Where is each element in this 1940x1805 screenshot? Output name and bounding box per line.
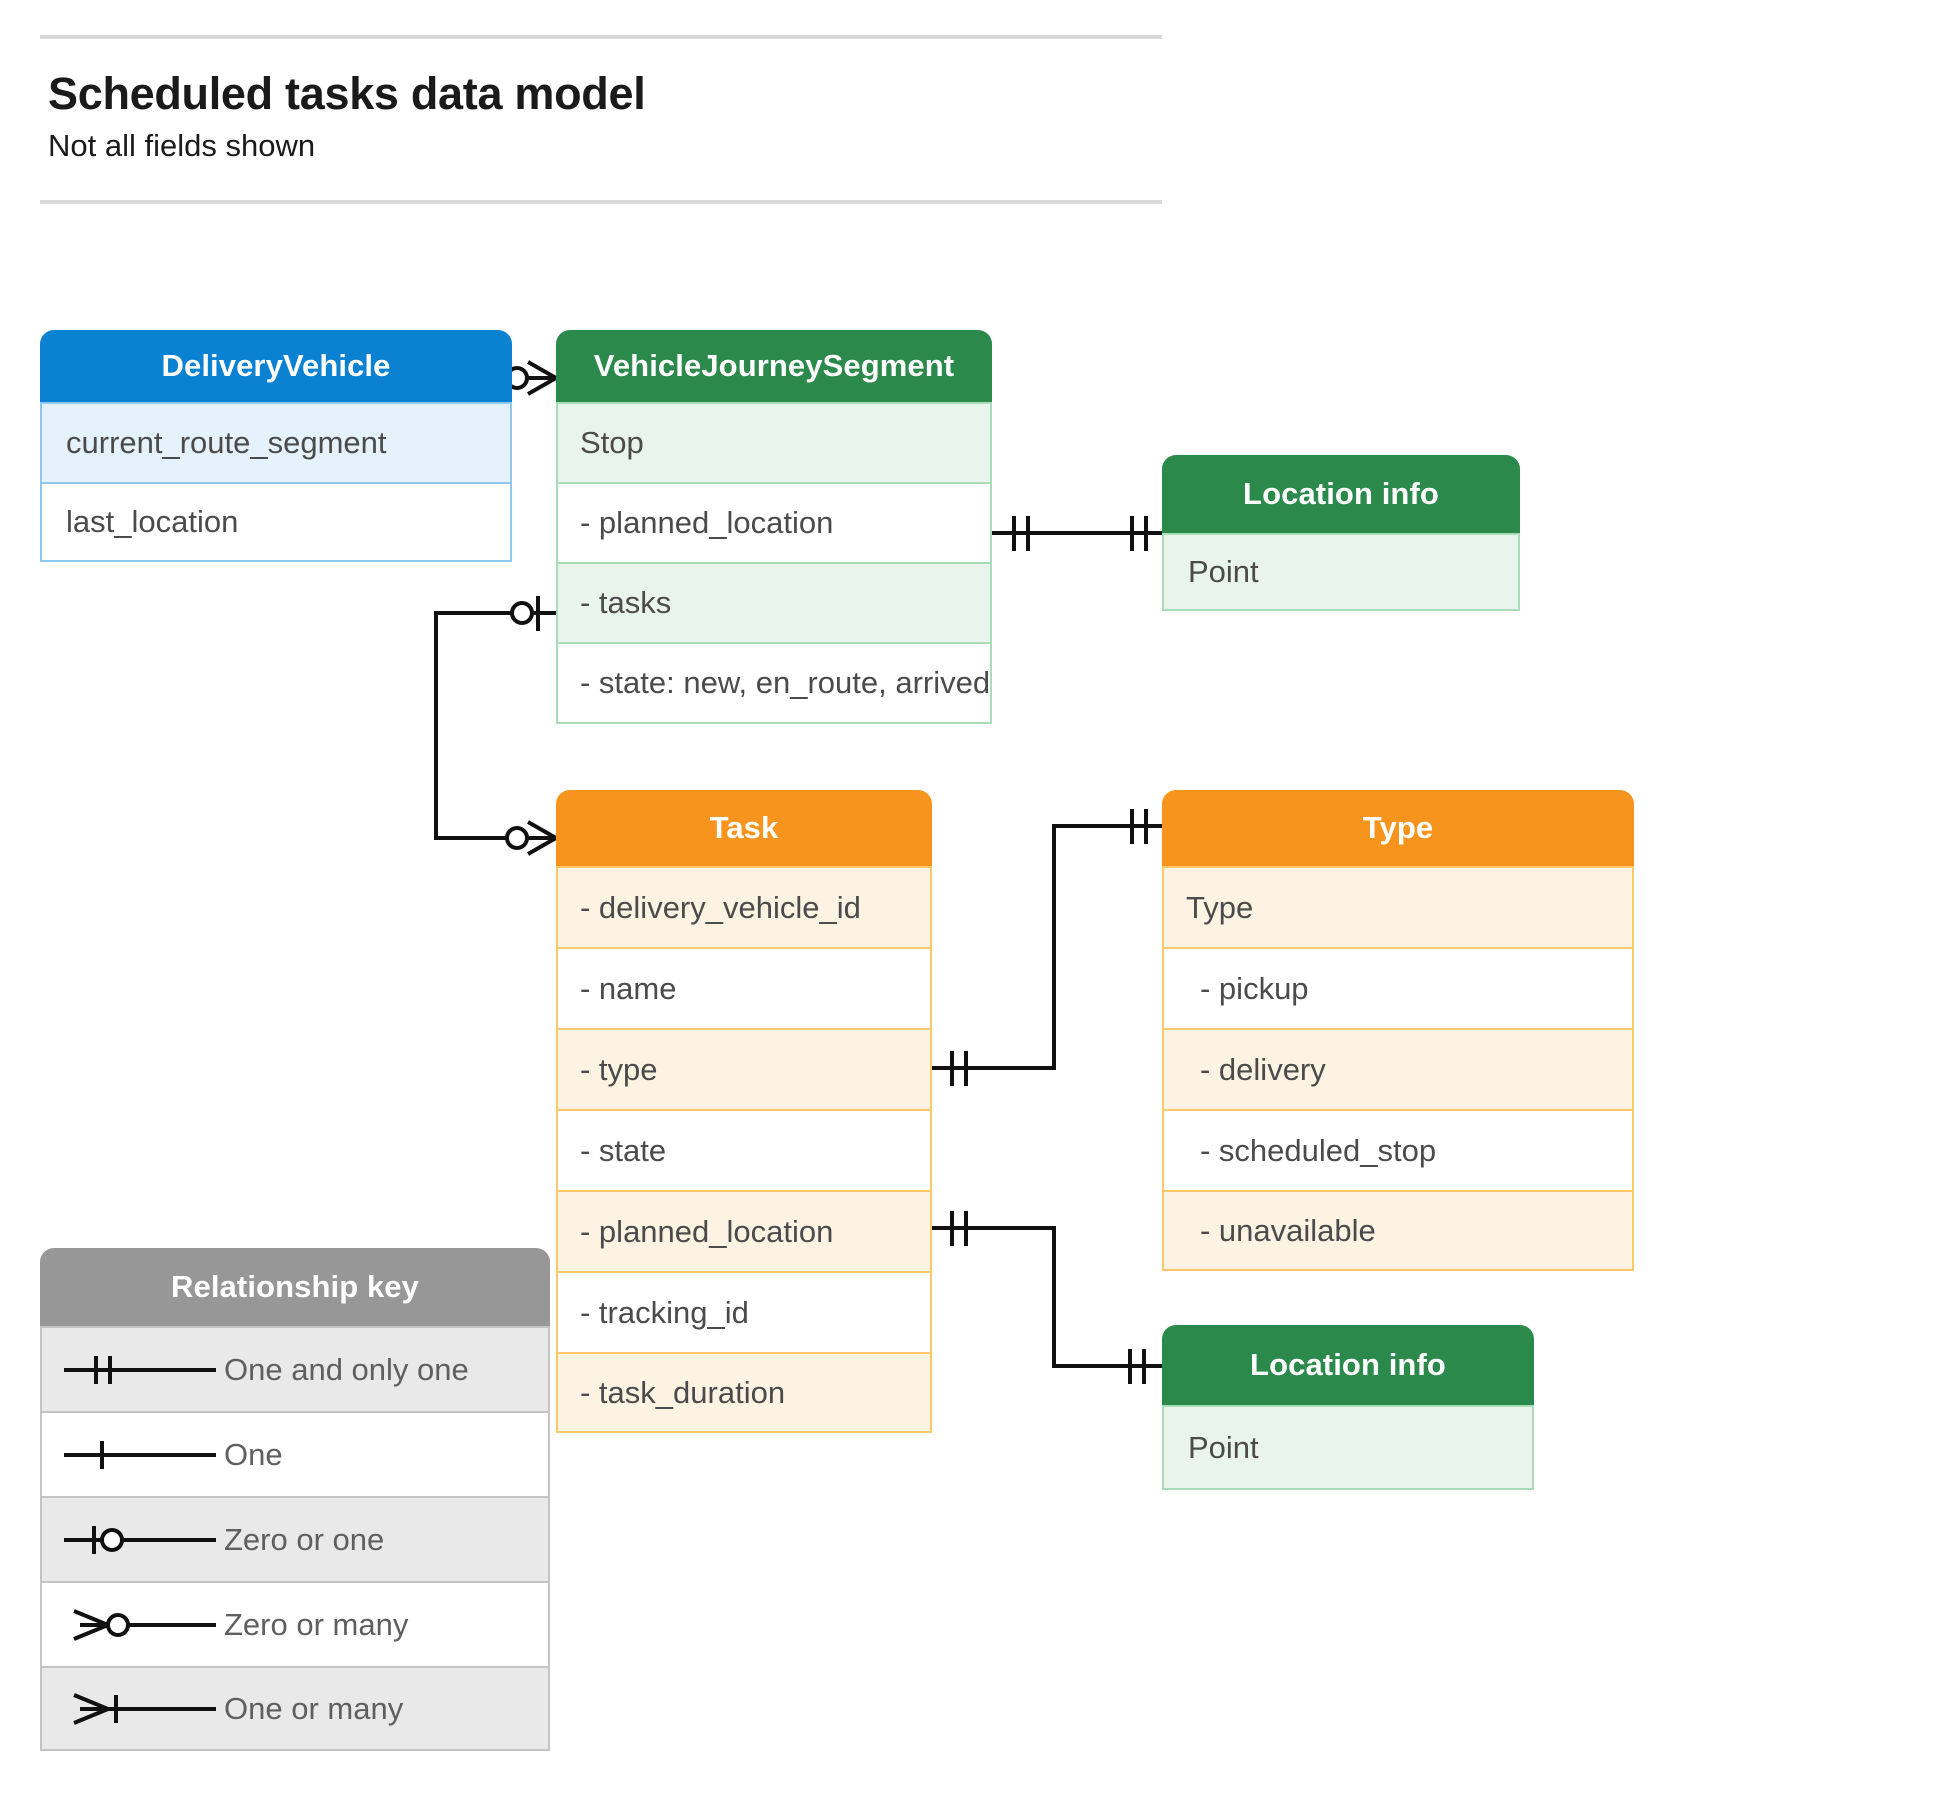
entity-vehicle-journey-segment[interactable]: VehicleJourneySegment Stop - planned_loc…	[556, 330, 992, 724]
legend-item-label: One	[224, 1436, 283, 1472]
field-label: - delivery	[1200, 1051, 1326, 1087]
one-or-many-icon	[60, 1689, 220, 1729]
field-label: - scheduled_stop	[1200, 1132, 1437, 1168]
field-unavailable[interactable]: - unavailable	[1162, 1190, 1634, 1271]
field-delivery-vehicle-id[interactable]: - delivery_vehicle_id	[556, 866, 932, 947]
entity-location-info-bottom[interactable]: Location info Point	[1162, 1325, 1534, 1490]
connector-vjs-locationinfo	[992, 516, 1162, 551]
field-label: - pickup	[1200, 970, 1309, 1006]
legend-item-label: Zero or many	[224, 1606, 409, 1642]
entity-location-info-top[interactable]: Location info Point	[1162, 455, 1520, 611]
legend-relationship-key: Relationship key One and only one One	[40, 1248, 550, 1751]
connector-vjs-task	[434, 596, 561, 856]
field-planned-location[interactable]: - planned_location	[556, 482, 992, 562]
field-label: Point	[1188, 554, 1259, 589]
field-label: Point	[1188, 1429, 1259, 1465]
field-label: - state	[580, 1132, 667, 1168]
field-label: - state: new, en_route, arrived	[580, 665, 990, 700]
field-label: Stop	[580, 425, 644, 460]
entity-task-title: Task	[556, 790, 932, 866]
field-label: - task_duration	[580, 1374, 786, 1410]
legend-item-zero-or-many: Zero or many	[40, 1581, 550, 1666]
field-point[interactable]: Point	[1162, 1405, 1534, 1490]
field-stop[interactable]: Stop	[556, 402, 992, 482]
one-icon	[60, 1435, 220, 1475]
field-label: - planned_location	[580, 1213, 834, 1249]
field-planned-location[interactable]: - planned_location	[556, 1190, 932, 1271]
legend-item-label: One and only one	[224, 1351, 469, 1387]
field-last-location[interactable]: last_location	[40, 482, 512, 562]
field-label: - delivery_vehicle_id	[580, 889, 861, 925]
entity-location-info-bottom-title: Location info	[1162, 1325, 1534, 1405]
header-divider-bottom	[40, 200, 1162, 204]
legend-item-label: Zero or one	[224, 1521, 385, 1557]
field-state[interactable]: - state: new, en_route, arrived	[556, 642, 992, 724]
field-state[interactable]: - state	[556, 1109, 932, 1190]
field-label: - planned_location	[580, 505, 834, 540]
field-label: - tracking_id	[580, 1294, 749, 1330]
field-task-duration[interactable]: - task_duration	[556, 1352, 932, 1433]
entity-location-info-top-title: Location info	[1162, 455, 1520, 533]
field-type-name[interactable]: Type	[1162, 866, 1634, 947]
legend-item-one: One	[40, 1411, 550, 1496]
field-pickup[interactable]: - pickup	[1162, 947, 1634, 1028]
legend-item-label: One or many	[224, 1690, 404, 1726]
field-label: - unavailable	[1200, 1212, 1376, 1248]
field-point[interactable]: Point	[1162, 533, 1520, 611]
field-label: last_location	[66, 504, 239, 539]
entity-type[interactable]: Type Type - pickup - delivery - schedule…	[1162, 790, 1634, 1271]
field-type[interactable]: - type	[556, 1028, 932, 1109]
one-and-only-one-icon	[60, 1350, 220, 1390]
page-subtitle: Not all fields shown	[48, 128, 316, 163]
field-delivery[interactable]: - delivery	[1162, 1028, 1634, 1109]
connector-task-locationinfo	[932, 1211, 1162, 1384]
page-title: Scheduled tasks data model	[48, 68, 646, 119]
legend-item-zero-or-one: Zero or one	[40, 1496, 550, 1581]
field-label: Type	[1186, 889, 1254, 925]
header-divider-top	[40, 35, 1162, 39]
field-name[interactable]: - name	[556, 947, 932, 1028]
legend-title: Relationship key	[40, 1248, 550, 1326]
entity-task[interactable]: Task - delivery_vehicle_id - name - type…	[556, 790, 932, 1433]
field-label: current_route_segment	[66, 425, 387, 460]
entity-delivery-vehicle[interactable]: DeliveryVehicle current_route_segment la…	[40, 330, 512, 562]
field-current-route-segment[interactable]: current_route_segment	[40, 402, 512, 482]
legend-item-one-or-many: One or many	[40, 1666, 550, 1751]
zero-or-many-icon	[60, 1605, 220, 1645]
entity-delivery-vehicle-title: DeliveryVehicle	[40, 330, 512, 402]
entity-vehicle-journey-segment-title: VehicleJourneySegment	[556, 330, 992, 402]
field-label: - tasks	[580, 585, 672, 620]
entity-type-title: Type	[1162, 790, 1634, 866]
field-tracking-id[interactable]: - tracking_id	[556, 1271, 932, 1352]
field-tasks[interactable]: - tasks	[556, 562, 992, 642]
field-label: - type	[580, 1051, 658, 1087]
field-scheduled-stop[interactable]: - scheduled_stop	[1162, 1109, 1634, 1190]
connector-task-type	[932, 809, 1162, 1086]
field-label: - name	[580, 970, 677, 1006]
zero-or-one-icon	[60, 1520, 220, 1560]
legend-item-one-and-only-one: One and only one	[40, 1326, 550, 1411]
